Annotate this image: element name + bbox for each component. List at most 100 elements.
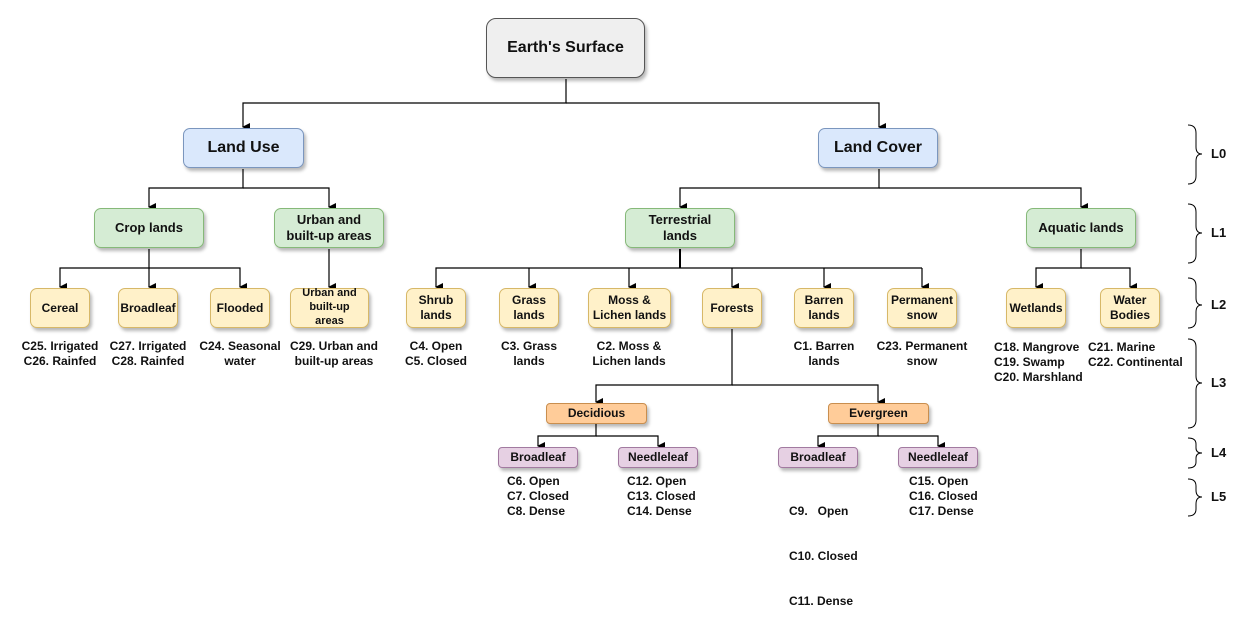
class-label: built-up areas <box>294 354 374 368</box>
connector-crop-to-flooded <box>149 267 247 291</box>
class-label: C16. Closed <box>909 489 978 503</box>
node-label: Urban and built-up areas <box>302 287 357 327</box>
node-forests: Forests <box>702 288 762 328</box>
class-label: C5. Closed <box>404 354 467 368</box>
node-label: Moss & Lichen lands <box>592 293 667 322</box>
connector-evergreen-to-needleleaf <box>878 435 945 450</box>
connector-evergreen-to-broadleaf <box>817 424 879 450</box>
node-label: Aquatic lands <box>1038 219 1124 235</box>
classes-shrub: C4. Open C5. Closed <box>396 339 476 369</box>
class-label: lands <box>808 354 840 368</box>
class-label: C27. Irrigated <box>109 339 187 353</box>
brace-l5 <box>1187 478 1203 517</box>
connector-crop-to-cereal <box>59 249 150 291</box>
classes-evergreen-broadleaf: C9. Open C10. Closed C11. Dense <box>789 474 869 639</box>
node-water-bodies: Water Bodies <box>1100 288 1160 328</box>
node-deciduous-broadleaf: Broadleaf <box>498 447 578 468</box>
node-land-use: Land Use <box>183 128 304 168</box>
node-label: Flooded <box>216 300 264 315</box>
connector-terrestrial-to-shrub <box>435 267 680 291</box>
connector-deciduous-to-needleleaf <box>596 435 665 450</box>
class-label: C4. Open <box>409 339 463 353</box>
class-label: C20. Marshland <box>994 370 1083 384</box>
class-label: C23. Permanent <box>876 339 968 353</box>
connector-landcover-to-aquatic <box>879 187 1088 211</box>
connector-landuse-to-urban <box>243 187 336 211</box>
class-label: C25. Irrigated <box>21 339 99 353</box>
class-label: water <box>224 354 256 368</box>
node-label: Cereal <box>41 300 79 315</box>
node-label: Broadleaf <box>790 450 846 464</box>
level-label-l4: L4 <box>1211 445 1227 460</box>
class-label: C26. Rainfed <box>23 354 97 368</box>
node-urban-built-up: Urban and built-up areas <box>274 208 384 248</box>
level-label-l2: L2 <box>1211 297 1227 312</box>
class-label: C6. Open <box>507 474 560 488</box>
class-label: C28. Rainfed <box>111 354 185 368</box>
classes-barren: C1. Barren lands <box>784 339 864 369</box>
level-braces <box>1187 124 1203 517</box>
node-earths-surface: Earth's Surface <box>486 18 645 78</box>
level-label-l3: L3 <box>1211 375 1227 390</box>
level-label-l0: L0 <box>1211 146 1227 161</box>
node-deciduous-needleleaf: Needleleaf <box>618 447 698 468</box>
node-terrestrial-lands: Terrestrial lands <box>625 208 735 248</box>
classes-broadleaf-crop: C27. Irrigated C28. Rainfed <box>100 339 196 369</box>
node-label: Evergreen <box>849 406 908 420</box>
brace-l4 <box>1187 437 1203 469</box>
class-label: C9. Open <box>789 504 849 518</box>
class-label: C14. Dense <box>627 504 692 518</box>
class-label: C24. Seasonal <box>199 339 281 353</box>
node-evergreen: Evergreen <box>828 403 929 424</box>
node-label: Decidious <box>567 406 626 420</box>
node-label: Needleleaf <box>907 450 969 464</box>
class-label: C13. Closed <box>627 489 696 503</box>
node-label: Broadleaf <box>120 300 176 315</box>
class-label: Lichen lands <box>592 354 666 368</box>
brace-l1 <box>1187 203 1203 264</box>
node-label: Wetlands <box>1009 300 1063 315</box>
taxonomy-diagram: Earth's Surface Land Use Land Cover Crop… <box>12 18 1227 608</box>
node-label: Earth's Surface <box>507 39 624 56</box>
node-cereal: Cereal <box>30 288 90 328</box>
brace-l0 <box>1187 124 1203 185</box>
classes-moss: C2. Moss & Lichen lands <box>584 339 674 369</box>
node-wetlands: Wetlands <box>1006 288 1066 328</box>
node-permanent-snow: Permanent snow <box>887 288 957 328</box>
node-grass-lands: Grass lands <box>499 288 559 328</box>
classes-cereal: C25. Irrigated C26. Rainfed <box>12 339 108 369</box>
classes-flooded: C24. Seasonal water <box>192 339 288 369</box>
node-evergreen-needleleaf: Needleleaf <box>898 447 978 468</box>
class-label: C1. Barren <box>793 339 855 353</box>
node-label: Shrub lands <box>418 293 454 322</box>
classes-grass: C3. Grass lands <box>489 339 569 369</box>
class-label: C22. Continental <box>1088 355 1183 369</box>
node-label: Permanent snow <box>890 293 954 322</box>
connector-terrestrial-to-forests <box>680 267 922 287</box>
classes-water: C21. Marine C22. Continental <box>1088 340 1184 370</box>
node-label: Land Use <box>207 139 280 156</box>
class-label: C17. Dense <box>909 504 974 518</box>
class-label: C19. Swamp <box>994 355 1065 369</box>
node-broadleaf-crop: Broadleaf <box>118 288 178 328</box>
node-label: Urban and built-up areas <box>286 211 372 243</box>
node-land-cover: Land Cover <box>818 128 938 168</box>
connector-landuse-to-crop <box>148 169 244 211</box>
node-urban-sub: Urban and built-up areas <box>290 287 369 328</box>
node-label: Needleleaf <box>627 450 689 464</box>
class-label: C15. Open <box>909 474 969 488</box>
connector-landcover-to-terrestrial <box>679 169 880 211</box>
connector-forests-to-evergreen <box>732 384 885 406</box>
brace-l3 <box>1187 338 1203 429</box>
connector-deciduous-to-broadleaf <box>537 424 597 450</box>
classes-urban: C29. Urban and built-up areas <box>286 339 382 369</box>
connector-root-to-land-cover <box>566 102 886 131</box>
node-label: Barren lands <box>804 293 844 322</box>
class-label: C3. Grass <box>500 339 558 353</box>
class-label: C11. Dense <box>789 594 854 608</box>
brace-l2 <box>1187 277 1203 329</box>
node-label: Broadleaf <box>510 450 566 464</box>
class-label: C2. Moss & <box>596 339 662 353</box>
class-label: C7. Closed <box>507 489 570 503</box>
level-label-l1: L1 <box>1211 225 1227 240</box>
